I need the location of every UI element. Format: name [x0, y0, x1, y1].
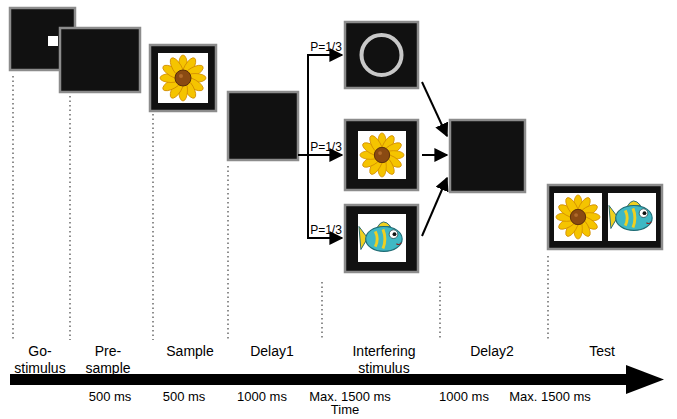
probability-label: P=1/3 [310, 40, 342, 54]
branch-arrow [298, 55, 447, 238]
sunflower-picture [554, 193, 602, 241]
duration-label: Max. 1500 ms [309, 389, 391, 405]
phase-label: Test [589, 343, 615, 360]
phase-label: Sample [166, 343, 213, 360]
phase-label: Pre- sample [79, 343, 137, 377]
axis-label: Time [331, 402, 359, 418]
probability-label: P=1/3 [310, 140, 342, 154]
duration-label: 1000 ms [439, 389, 489, 405]
duration-label: 500 ms [89, 389, 132, 405]
phase-label: Delay1 [250, 343, 294, 360]
time-arrowhead [626, 365, 664, 394]
duration-label: 500 ms [163, 389, 206, 405]
probability-label: P=1/3 [310, 223, 342, 237]
phase-label: Interfering stimulus [339, 343, 429, 377]
fish-picture [358, 214, 406, 262]
duration-label: 1000 ms [237, 389, 287, 405]
phase-label: Go- stimulus [11, 343, 69, 377]
sunflower-picture [358, 131, 406, 179]
duration-label: Max. 1500 ms [509, 389, 591, 405]
sunflower-picture [158, 53, 208, 103]
phase-separator [13, 76, 548, 340]
phase-label: Delay2 [470, 343, 514, 360]
screen [10, 8, 662, 272]
go-square [48, 36, 58, 46]
ring-picture [362, 35, 402, 75]
fish-picture [608, 193, 656, 241]
